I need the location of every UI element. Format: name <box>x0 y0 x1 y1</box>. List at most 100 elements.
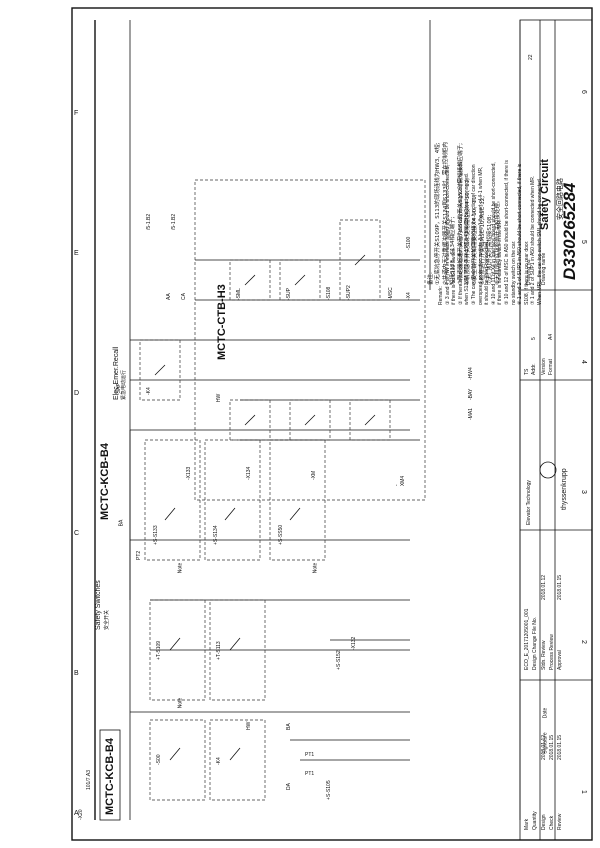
notes-en-line: ① 3 and 4 of HW in Interface board shoul… <box>444 165 451 305</box>
stdn-label: Stdn. Review <box>541 640 547 670</box>
notes-en-line: if there is no S109 Switch. <box>451 247 458 305</box>
kcb-mid-label: MCTC-KCB-B4 <box>99 442 111 520</box>
grid-col-5: 5 <box>580 240 587 244</box>
x4-label: -X4 <box>406 292 412 300</box>
grid-col-1: 1 <box>580 790 587 794</box>
k4-label: -K4 <box>146 387 152 395</box>
safety-switches-section: Safety Switches 安全开关 +S-S133 +S-S134 +S-… <box>95 429 410 670</box>
ba-mid-label: BA <box>118 519 125 527</box>
x1a3-label: 101/7.A3 <box>86 770 92 790</box>
x132-label: -X132 <box>351 636 357 650</box>
s100-label: -S100 <box>406 236 412 250</box>
notes-en-line: ⑥ 1 and 2 of SUP2 in A50 should be short… <box>517 163 524 305</box>
msc-label: -MSC <box>388 287 394 300</box>
date-label: Date <box>542 707 549 719</box>
grid-markers: 6 5 4 3 2 1 <box>580 90 587 794</box>
s133-label: +S-S133 <box>153 525 159 545</box>
kcb-left-section: MCTC-KCB-B4 -X20 101/7.A3 -S00 -K4 +T-S1… <box>78 539 410 821</box>
right-labels: -MA1 -BAY -HW4 <box>468 367 474 420</box>
drawing-number: D330265284 <box>560 182 579 280</box>
note-label-3: Note <box>177 697 184 709</box>
right-label-ma1: -MA1 <box>468 408 474 420</box>
kcb-left-label: MCTC-KCB-B4 <box>104 737 116 815</box>
elec-recall-cn: 紧急电动运行 <box>120 370 127 400</box>
xm4-label: -XM4 <box>394 475 407 487</box>
format-label: Format <box>548 359 554 375</box>
ctb-section: MCTC-CTB-H3 -SML -SUP -SUP2 -MSC -X4 -S1… <box>146 179 426 501</box>
x134-label: -X134 <box>246 466 252 480</box>
safety-switches-label: Safety Switches <box>95 580 102 630</box>
dcf-label: Design Change File No. <box>532 617 538 670</box>
safety-switches-cn: 安全开关 <box>103 610 110 630</box>
note-label-2: Note <box>312 562 319 574</box>
kn-label: -K4 <box>216 757 222 765</box>
sheet-number: 22 <box>528 54 534 60</box>
notes-en-line: ② If there is no car buffer switch and c… <box>457 162 464 305</box>
brand-label: thyssenkrupp <box>561 468 568 510</box>
ba-label: BA <box>286 723 292 730</box>
quantity-label: Quantity <box>532 811 538 830</box>
grid-col-4: 4 <box>580 360 587 364</box>
signature-label: Signature <box>542 732 549 754</box>
t113-label: +T-S113 <box>216 641 222 660</box>
grid-col-2: 2 <box>580 640 587 644</box>
notes-en-line: ⑦ 1 and 2 of SUP1 in A50 should be conne… <box>530 175 537 305</box>
right-label-bay: -BAY <box>468 388 474 400</box>
grid-row-d: D <box>74 390 80 397</box>
pt1-label-a: PT1 <box>305 752 314 758</box>
notes-en-line: S108, if there is no rear door. <box>523 240 530 305</box>
sml-label: -SML <box>236 288 242 300</box>
ts-label: TS <box>524 368 530 375</box>
s108-label: -S108 <box>326 286 332 300</box>
notes-en-title: Remark: <box>438 286 444 305</box>
notes-en-line: when S133M, PT2-3 and PT2-4 should be sh… <box>464 172 471 305</box>
grid-row-f: F <box>74 110 79 117</box>
thyssenkrupp-logo <box>539 461 557 479</box>
notes-en-line: it should be short-connected. <box>484 240 491 305</box>
pt1-label-b: PT1 <box>305 771 314 777</box>
right-label-hw4: -HW4 <box>468 367 474 380</box>
xm-label: -XM <box>311 471 317 480</box>
version-label: Version <box>541 358 547 375</box>
design-label: Design <box>541 814 547 830</box>
addr-value: 5 <box>531 337 537 340</box>
date4: 2018.01.15 <box>557 735 563 760</box>
drawing-name-label: Drawing name <box>541 253 547 285</box>
grid-col-6: 6 <box>580 90 587 94</box>
notes-en-line: ⑤ 10 and 12 of MSC in A50 should be shor… <box>503 160 510 305</box>
notes-en-block: Remark: ① 3 and 4 of HW in Interface boa… <box>438 35 548 305</box>
note-label-1: Note <box>177 562 184 574</box>
addr-label: Addr. <box>531 363 537 375</box>
date3: 2018.01.12 <box>541 735 547 760</box>
sup2-label: -SUP2 <box>346 285 352 300</box>
ss50-label: +S-SS50 <box>278 525 284 545</box>
mark-label: Mark <box>524 818 530 830</box>
grid-row-b: B <box>74 670 79 677</box>
drawing-title-en: Safety Circuit <box>539 159 551 230</box>
x20-left-label: -X20 <box>78 809 84 820</box>
da-label: DA <box>286 782 292 790</box>
ca-label: CA <box>181 292 187 300</box>
notes-en-line: if there is no standby switch in the MR. <box>497 219 504 305</box>
title-block: D330265284 22 Safety Circuit 安全回路电路 Draw… <box>519 19 593 841</box>
eco-label: ECO_E_20171205001_001 <box>524 608 530 670</box>
ref-b2b: /5-1.B2 <box>171 214 177 230</box>
s134-label: +S-S134 <box>213 525 219 545</box>
pt2-label: PT2 <box>136 551 142 560</box>
kcb-mid-section: MCTC-KCB-B4 -K4 -SAP Elec.Emer.Recall 紧急… <box>99 339 410 520</box>
drawing-no-label: Drawing no. <box>526 258 532 285</box>
grid-row-c: C <box>74 530 80 537</box>
review-label: Review <box>557 813 563 830</box>
notes-en-line: When MRL, the car top switch SML should … <box>536 177 543 305</box>
process-label: Process Review <box>549 634 555 670</box>
ref-b2a: /5-1.B2 <box>146 214 152 230</box>
notes-en-line: ④ 10 and 11 of X4 in Interface board sho… <box>490 162 497 305</box>
format-value: A4 <box>548 334 554 340</box>
s105-label: +S-S105 <box>326 780 332 800</box>
company-label: Elevator Technology <box>526 480 532 525</box>
sup-label: -SUP <box>286 287 292 300</box>
ctb-label: MCTC-CTB-H3 <box>216 284 228 360</box>
elec-recall-label: Elec.Emer.Recall <box>113 346 120 400</box>
grid-rows: A B C D E F <box>74 10 86 830</box>
